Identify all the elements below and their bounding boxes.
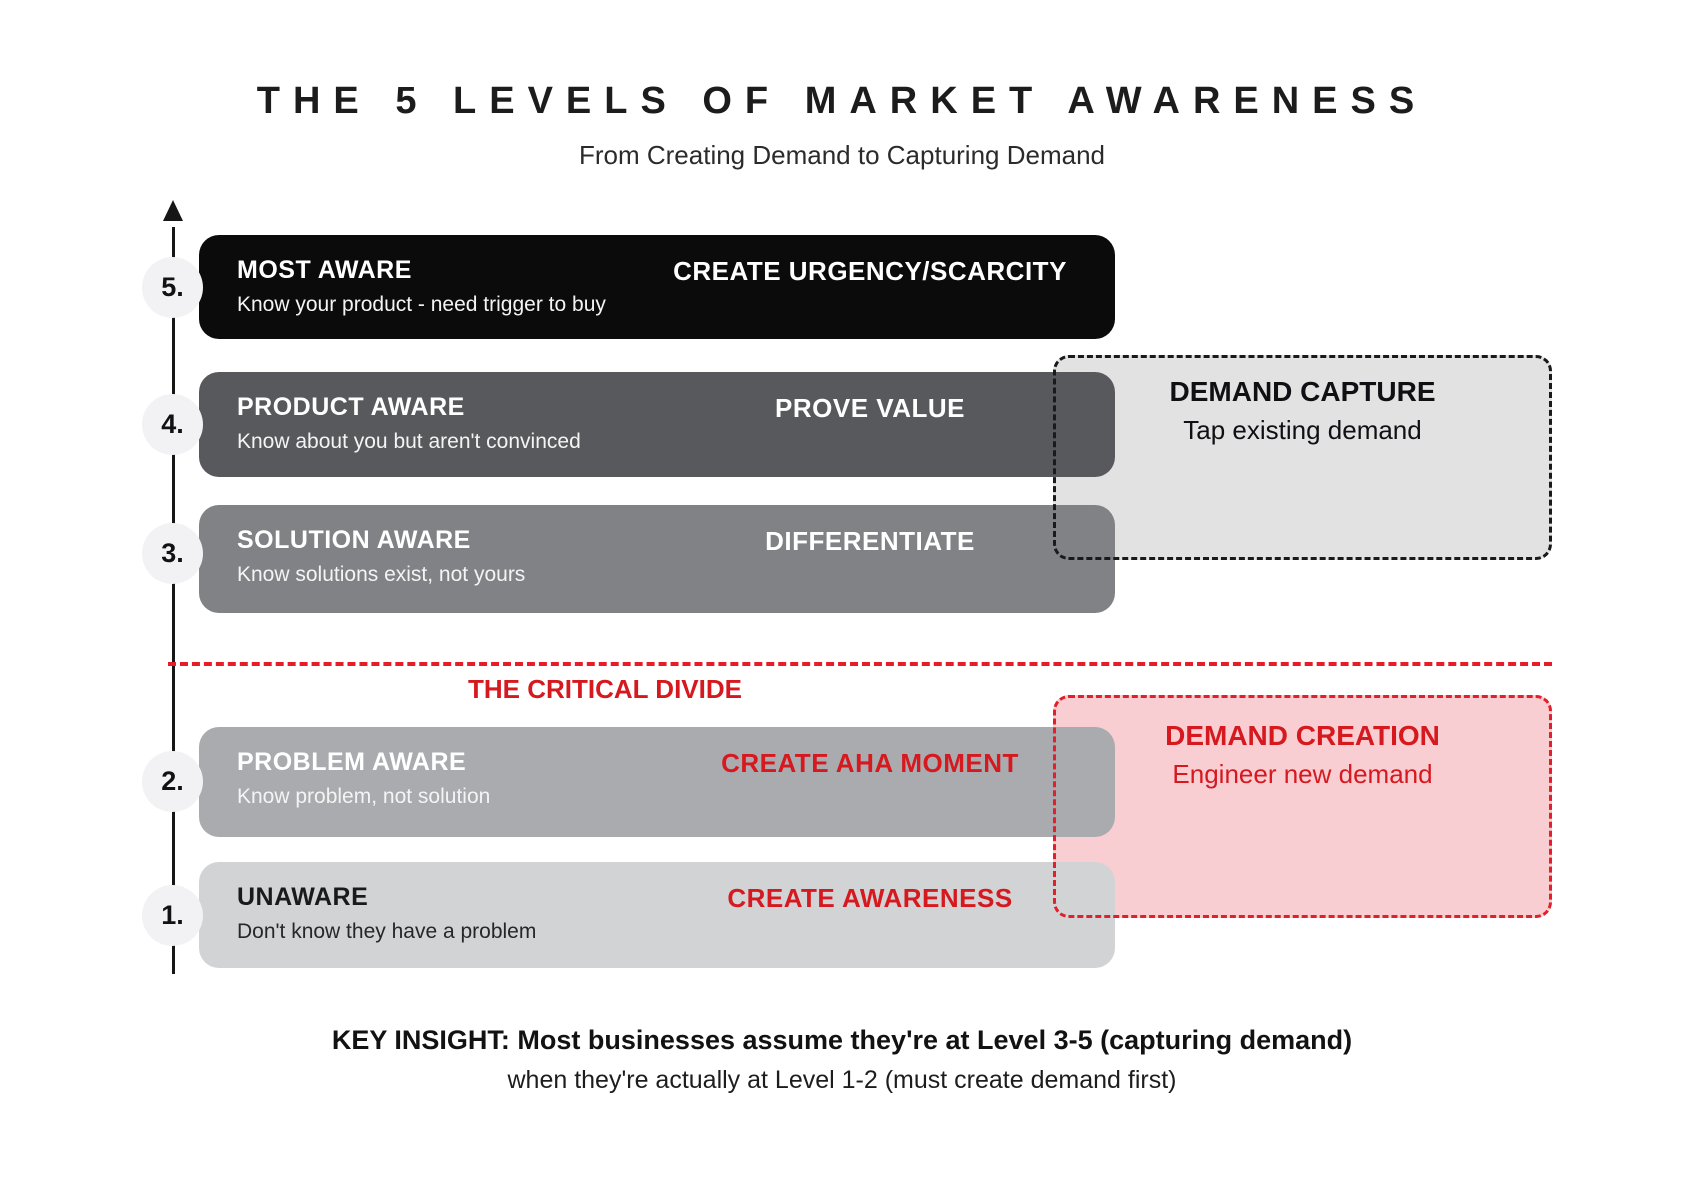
level-5-bar-most-aware: MOST AWARE Know your product - need trig… bbox=[199, 235, 1115, 339]
level-4-bar-product-aware: PRODUCT AWARE Know about you but aren't … bbox=[199, 372, 1115, 477]
key-insight: KEY INSIGHT: Most businesses assume they… bbox=[0, 1025, 1684, 1095]
demand-creation-box-fill bbox=[1053, 695, 1552, 918]
demand-capture-title: DEMAND CAPTURE bbox=[1169, 376, 1436, 407]
level-title: PRODUCT AWARE bbox=[237, 393, 465, 421]
level-title: UNAWARE bbox=[237, 883, 369, 911]
level-title: MOST AWARE bbox=[237, 256, 412, 284]
level-description: Know problem, not solution bbox=[237, 785, 491, 808]
level-description: Don't know they have a problem bbox=[237, 920, 537, 943]
demand-capture-box: DEMAND CAPTURE Tap existing demand bbox=[1053, 355, 1552, 560]
level-2-marker: 2. bbox=[142, 751, 203, 812]
level-action-label: DIFFERENTIATE bbox=[765, 526, 975, 556]
level-description: Know your product - need trigger to buy bbox=[237, 293, 606, 316]
demand-capture-box-fill bbox=[1053, 355, 1552, 560]
critical-divide-line bbox=[168, 662, 1552, 666]
level-action-label: CREATE URGENCY/SCARCITY bbox=[673, 256, 1067, 286]
level-title: PROBLEM AWARE bbox=[237, 748, 467, 776]
level-3-bar-solution-aware: SOLUTION AWARE Know solutions exist, not… bbox=[199, 505, 1115, 613]
level-3-marker: 3. bbox=[142, 523, 203, 584]
demand-capture-description: Tap existing demand bbox=[1183, 415, 1422, 445]
level-description: Know about you but aren't convinced bbox=[237, 430, 581, 453]
level-title: SOLUTION AWARE bbox=[237, 526, 471, 554]
page-title: THE 5 LEVELS OF MARKET AWARENESS bbox=[256, 80, 1428, 122]
level-1-bar-unaware: UNAWARE Don't know they have a problem C… bbox=[199, 862, 1115, 968]
level-1-marker: 1. bbox=[142, 885, 203, 946]
level-description: Know solutions exist, not yours bbox=[237, 563, 526, 586]
level-action-label: CREATE AHA MOMENT bbox=[721, 748, 1019, 778]
level-2-bar-problem-aware: PROBLEM AWARE Know problem, not solution… bbox=[199, 727, 1115, 837]
critical-divide-label: THE CRITICAL DIVIDE bbox=[468, 674, 742, 704]
demand-creation-title: DEMAND CREATION bbox=[1165, 720, 1440, 751]
key-insight-line-2: when they're actually at Level 1-2 (must… bbox=[507, 1066, 1177, 1094]
page-subtitle: From Creating Demand to Capturing Demand bbox=[578, 140, 1106, 170]
demand-creation-box: DEMAND CREATION Engineer new demand bbox=[1053, 695, 1552, 918]
level-4-marker: 4. bbox=[142, 394, 203, 455]
level-action-label: CREATE AWARENESS bbox=[727, 883, 1013, 913]
key-insight-line-1: KEY INSIGHT: Most businesses assume they… bbox=[331, 1025, 1353, 1055]
axis-up-arrow-icon bbox=[163, 200, 183, 221]
level-action-label: PROVE VALUE bbox=[775, 393, 965, 423]
demand-creation-description: Engineer new demand bbox=[1172, 759, 1433, 789]
awareness-axis-line bbox=[172, 227, 175, 974]
level-5-marker: 5. bbox=[142, 257, 203, 318]
